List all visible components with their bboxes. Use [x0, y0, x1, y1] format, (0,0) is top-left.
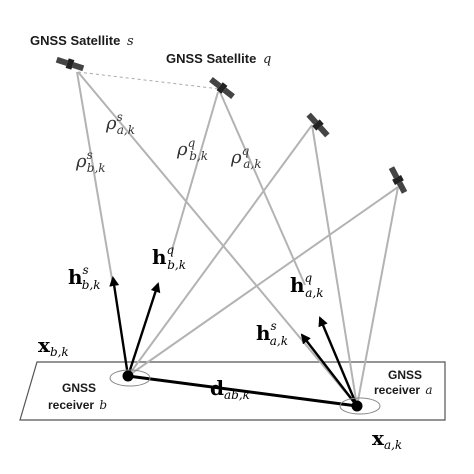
- satellite-q-title: GNSS Satellite q: [166, 51, 271, 67]
- h-a-q-arrow: [318, 316, 359, 407]
- satellite-icon: [55, 56, 85, 72]
- d-ab-label: dab,k: [210, 376, 250, 402]
- line-of-sight-group: [76, 71, 399, 407]
- los-sat-q-to-a: [219, 91, 306, 286]
- satellite-baseline: [77, 71, 221, 90]
- satellite-s-title: GNSS Satellite s: [30, 33, 134, 49]
- satellite-icon: [388, 166, 408, 194]
- receiver-dot-icon: [351, 400, 363, 412]
- los-sat3-to-a: [311, 124, 358, 407]
- baseline-vector: [127, 374, 358, 408]
- satellite-icon: [209, 77, 235, 99]
- los-sat4-to-b: [127, 186, 399, 377]
- receiver-a-label-line1: GNSS: [388, 368, 422, 382]
- los-sat4-to-a: [356, 186, 399, 407]
- receiver-a-halo: [339, 397, 381, 415]
- satellite-icon: [306, 112, 330, 138]
- x-a-label: xa,k: [372, 426, 402, 452]
- h-a-s-arrow: [300, 333, 358, 407]
- receiver-dot-icon: [122, 370, 134, 382]
- h-b-s-arrow: [109, 276, 130, 377]
- x-b-label: xb,k: [38, 333, 69, 359]
- h-b-q-arrow: [126, 282, 161, 377]
- receiver-b-label-line2: receiver b: [48, 398, 107, 412]
- receiver-a-label-line2: receiver a: [374, 383, 433, 397]
- receiver-b-halo: [109, 369, 151, 387]
- los-sat-s-to-b: [76, 71, 114, 286]
- receiver-b-label-line1: GNSS: [62, 381, 96, 395]
- los-sat-q-to-b: [171, 91, 219, 251]
- los-sat3-to-b: [127, 124, 313, 377]
- los-sat-s-to-a: [77, 71, 358, 407]
